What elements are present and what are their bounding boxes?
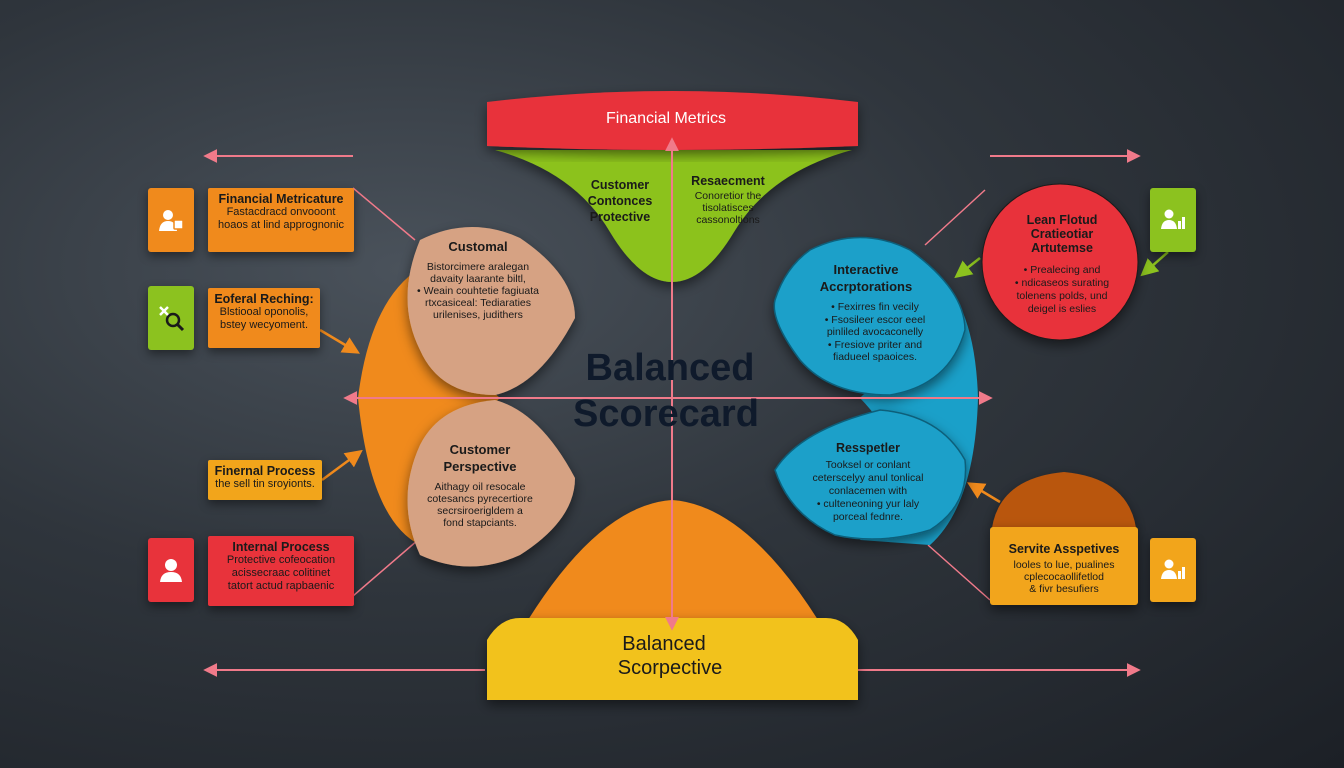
left-label-financial-title: Financial Metricature (218, 192, 344, 206)
orange-arrow-2 (321, 449, 363, 482)
svg-text:deigel is eslies: deigel is eslies (1028, 303, 1096, 315)
svg-text:Protective: Protective (590, 210, 650, 224)
svg-text:• Fresiove priter and: • Fresiove priter and (828, 339, 922, 351)
right-bottom-lobe-text: Resspetler Tooksel or conlant ceterscely… (813, 441, 924, 523)
service-dome (992, 472, 1136, 528)
orange-arrow-3 (966, 482, 1001, 504)
svg-text:Artutemse: Artutemse (1031, 241, 1093, 255)
svg-text:• Prealecing and: • Prealecing and (1024, 264, 1101, 276)
svg-text:conlacemen with: conlacemen with (829, 485, 907, 497)
svg-text:pinliled avocaconelly: pinliled avocaconelly (827, 326, 924, 338)
left-top-lobe-text: Customal Bistorcimere aralegan davaity l… (417, 239, 539, 321)
svg-text:Customer: Customer (591, 178, 649, 192)
top-left-text: Customer Contonces Protective (588, 178, 653, 224)
users-chart-icon (1150, 188, 1196, 252)
left-label-eoferal-line-2: bstey wecyoment. (219, 319, 309, 331)
svg-text:fiadueel spaoices.: fiadueel spaoices. (833, 351, 917, 363)
green-arrow-2 (1140, 251, 1169, 277)
top-banner-title: Financial Metrics (606, 110, 726, 127)
svg-text:Customer: Customer (450, 442, 511, 457)
svg-text:fond stapciants.: fond stapciants. (443, 517, 517, 529)
top-right-text: Resaecment Conoretior the tisolatisces c… (691, 174, 765, 226)
svg-text:cplecocaollifetlod: cplecocaollifetlod (1024, 571, 1104, 583)
svg-text:• Fsosileer escor eeel: • Fsosileer escor eeel (825, 314, 926, 326)
left-orange-band (358, 266, 500, 545)
left-label-finernal: Finernal Process the sell tin sroyionts. (208, 460, 322, 500)
right-top-lobe-text: Interactive Accrptorations • Fexirres fi… (820, 262, 926, 363)
red-circle (981, 183, 1139, 341)
svg-text:Lean Flotud: Lean Flotud (1027, 213, 1098, 227)
svg-text:porceal fednre.: porceal fednre. (833, 511, 903, 523)
svg-text:Tooksel or conlant: Tooksel or conlant (826, 459, 911, 471)
svg-text:Customal: Customal (448, 239, 507, 254)
left-label-internal-line-1: Protective cofeocation (226, 554, 336, 566)
svg-text:Contonces: Contonces (588, 194, 653, 208)
svg-text:Resspetler: Resspetler (836, 441, 900, 455)
user-icon (148, 538, 194, 602)
user-gear-icon (148, 188, 194, 252)
svg-text:davaity laarante biltl,: davaity laarante biltl, (430, 273, 526, 285)
left-label-eoferal-title: Eoferal Reching: (214, 292, 314, 306)
center-title: Balanced Scorecard (573, 347, 759, 435)
svg-text:secrsiroerigldem a: secrsiroerigldem a (437, 505, 523, 517)
user-chart-icon (1150, 538, 1196, 602)
left-label-internal: Internal Process Protective cofeocation … (208, 536, 354, 606)
left-label-internal-title: Internal Process (232, 540, 330, 554)
left-label-internal-line-3: tatort actud rapbaenic (227, 580, 335, 592)
svg-text:rtxcasiceal: Tediaraties: rtxcasiceal: Tediaraties (425, 297, 531, 309)
svg-text:Scorecard: Scorecard (573, 393, 759, 435)
svg-text:tisolatisces: tisolatisces (702, 202, 753, 214)
left-label-finernal-line-1: the sell tin sroyionts. (215, 478, 315, 490)
svg-text:Servite Asspetives: Servite Asspetives (1009, 542, 1120, 556)
left-label-eoferal: Eoferal Reching: Blstiooal oponolis, bst… (208, 288, 320, 348)
svg-text:• Fexirres fin vecily: • Fexirres fin vecily (831, 301, 919, 313)
svg-text:tolenens polds, und: tolenens polds, und (1016, 290, 1107, 302)
top-banner (487, 91, 858, 150)
svg-text:looles to lue, pualines: looles to lue, pualines (1014, 559, 1115, 571)
left-label-financial-line-1: Fastacdracd onvooont (226, 206, 336, 218)
left-label-internal-line-2: acissecraac colitinet (231, 567, 331, 579)
magnifier-tools-icon (148, 286, 194, 350)
svg-text:• Weain couhtetie fagiuata: • Weain couhtetie fagiuata (417, 285, 539, 297)
svg-text:Bistorcimere aralegan: Bistorcimere aralegan (427, 261, 529, 273)
svg-text:Interactive: Interactive (833, 262, 898, 277)
svg-text:Scorpective: Scorpective (618, 657, 723, 679)
svg-text:Balanced: Balanced (586, 347, 755, 389)
service-box-text: Servite Asspetives looles to lue, pualin… (1009, 542, 1120, 595)
left-bottom-lobe (407, 400, 575, 567)
green-arrow-1 (954, 257, 981, 279)
svg-text:cotesancs pyrecertiore: cotesancs pyrecertiore (427, 493, 533, 505)
svg-text:Conoretior the: Conoretior the (695, 190, 762, 202)
svg-text:Perspective: Perspective (444, 459, 517, 474)
svg-text:• culteneoning yur laly: • culteneoning yur laly (817, 498, 920, 510)
left-label-eoferal-line-1: Blstiooal oponolis, (219, 306, 309, 318)
left-bottom-lobe-text: Customer Perspective Aithagy oil resocal… (427, 442, 533, 529)
svg-text:Cratieotiar: Cratieotiar (1031, 227, 1094, 241)
bottom-banner-title: Balanced Scorpective (618, 633, 723, 679)
bottom-banner (487, 618, 858, 700)
left-label-financial-line-2: hoaos at lind apprognonic (218, 219, 344, 231)
left-top-lobe (407, 226, 575, 395)
red-circle-text: Lean Flotud Cratieotiar Artutemse • Prea… (1015, 213, 1109, 315)
svg-text:Balanced: Balanced (622, 633, 705, 655)
svg-text:cassonoltions: cassonoltions (696, 214, 760, 226)
left-label-financial: Financial Metricature Fastacdracd onvooo… (208, 188, 354, 252)
svg-text:ceterscelyy anul tonlical: ceterscelyy anul tonlical (813, 472, 924, 484)
svg-text:urilenises, judithers: urilenises, judithers (433, 309, 523, 321)
service-box (990, 527, 1138, 605)
svg-text:• ndicaseos surating: • ndicaseos surating (1015, 277, 1109, 289)
outer-arrows (203, 149, 1141, 677)
left-label-finernal-title: Finernal Process (214, 464, 316, 478)
right-bottom-lobe (774, 409, 967, 540)
svg-text:& fivr besufiers: & fivr besufiers (1029, 583, 1098, 595)
svg-text:Aithagy oil resocale: Aithagy oil resocale (434, 481, 525, 493)
orange-arrow-1 (319, 328, 361, 354)
svg-text:Resaecment: Resaecment (691, 174, 765, 188)
connectors (352, 187, 991, 601)
svg-text:Accrptorations: Accrptorations (820, 279, 912, 294)
